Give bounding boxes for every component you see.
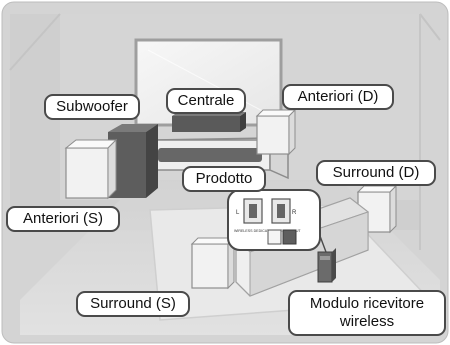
surround-left-label: Surround (S) <box>76 291 190 317</box>
surround-right-label: Surround (D) <box>316 160 436 186</box>
front-right-label: Anteriori (D) <box>282 84 394 110</box>
wireless-module-label-line2: wireless <box>339 313 395 330</box>
wireless-module-label-line1: Modulo ricevitore <box>309 295 425 312</box>
surround-left-speaker <box>190 236 236 290</box>
wireless-module-label: Modulo ricevitore wireless <box>288 290 446 336</box>
subwoofer-unit <box>108 124 158 198</box>
front-left-label: Anteriori (S) <box>6 206 120 232</box>
center-label: Centrale <box>166 88 246 114</box>
front-left-speaker <box>64 138 118 200</box>
tv-stand <box>149 137 291 180</box>
inset-port-right: R <box>292 210 297 216</box>
wireless-receiver-module <box>317 248 336 283</box>
product-label: Prodotto <box>182 166 266 192</box>
connector-inset: L R WIRELESS DEDICATED SPEAKER OUT <box>227 189 327 253</box>
center-speaker <box>172 112 246 132</box>
front-right-speaker <box>255 108 297 156</box>
inset-port-left: L <box>236 210 240 216</box>
subwoofer-label: Subwoofer <box>44 94 140 120</box>
